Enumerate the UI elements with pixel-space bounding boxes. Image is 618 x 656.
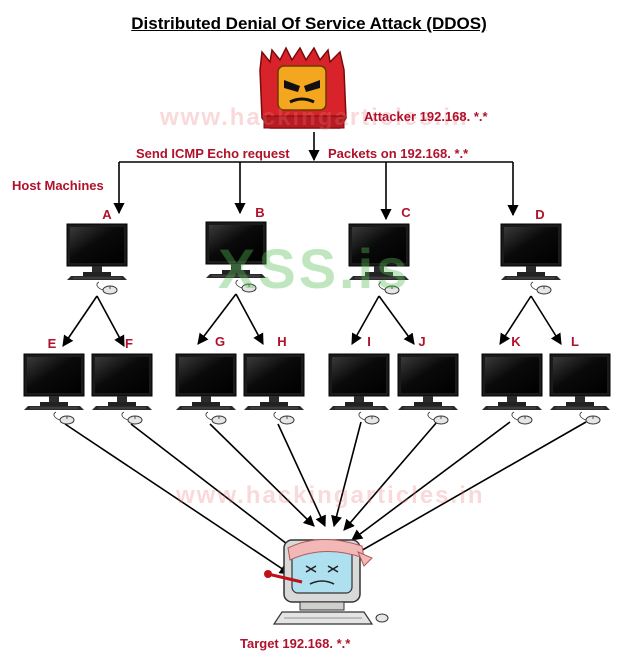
node-label-g: G [214, 334, 226, 349]
node-label-l: L [571, 334, 579, 349]
host-computer-h-icon [243, 353, 305, 425]
host-computer-j-icon [397, 353, 459, 425]
packets-label: Packets on 192.168. *.* [328, 146, 469, 161]
node-label-c: C [401, 205, 411, 220]
host-computer-e-icon [23, 353, 85, 425]
host-computer-d-icon [500, 223, 562, 295]
host-computer-g-icon [175, 353, 237, 425]
watermark-bottom: www.hackingarticles.in [176, 482, 485, 509]
node-label-e: E [47, 336, 57, 351]
attacker-icon [259, 46, 347, 129]
node-label-b: B [255, 205, 265, 220]
node-label-d: D [535, 207, 545, 222]
host-computer-k-icon [481, 353, 543, 425]
watermark-center: XSS.is [218, 237, 411, 300]
host-computer-a-icon [66, 223, 128, 295]
node-label-f: F [125, 336, 133, 351]
host-computer-i-icon [328, 353, 390, 425]
node-label-j: J [418, 334, 426, 349]
host-computer-l-icon [549, 353, 611, 425]
node-label-h: H [277, 334, 287, 349]
node-label-a: A [102, 207, 112, 222]
watermark-top: www.hackingarticles.in [160, 104, 469, 131]
page-title: Distributed Denial Of Service Attack (DD… [131, 14, 487, 33]
send-request-label: Send ICMP Echo request [136, 146, 290, 161]
node-label-k: K [511, 334, 521, 349]
attacker-label: Attacker 192.168. *.* [364, 109, 488, 124]
connector-lines [62, 132, 587, 575]
host-computer-f-icon [91, 353, 153, 425]
node-label-i: I [367, 334, 371, 349]
host-machines-label: Host Machines [12, 178, 104, 193]
target-label: Target 192.168. *.* [240, 636, 351, 651]
target-computer-icon [264, 538, 389, 625]
